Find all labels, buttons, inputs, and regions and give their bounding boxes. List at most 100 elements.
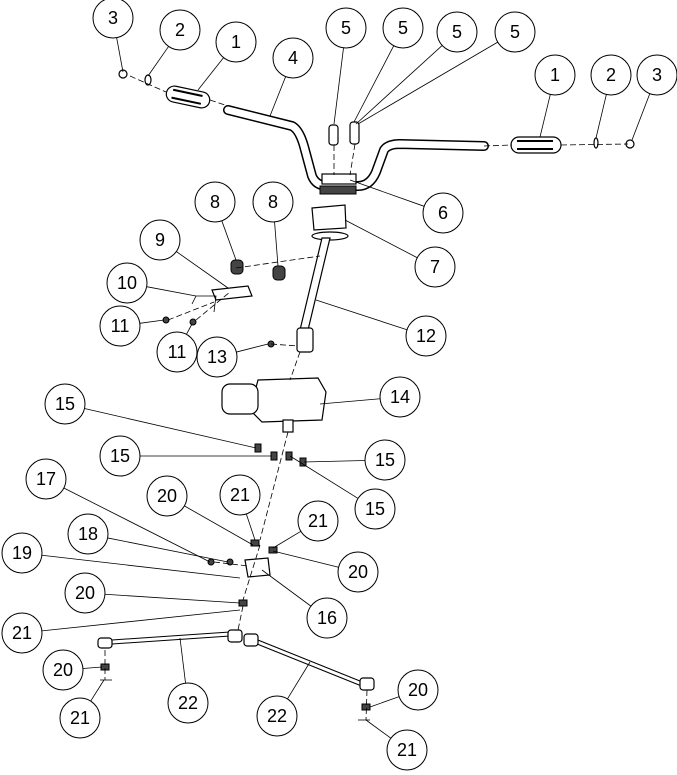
callout-20: 20 — [397, 669, 439, 711]
callout-number: 21 — [230, 485, 250, 505]
callout-3: 3 — [92, 0, 134, 39]
leader-line — [176, 251, 229, 289]
leader-line — [289, 455, 359, 499]
callout-number: 5 — [398, 18, 408, 38]
callout-number: 21 — [12, 623, 32, 643]
callout-number: 1 — [550, 65, 560, 85]
callout-number: 20 — [157, 486, 177, 506]
callout-5: 5 — [494, 11, 536, 53]
leader-line — [595, 94, 607, 139]
callout-5: 5 — [382, 7, 424, 49]
callout-number: 21 — [70, 708, 90, 728]
callout-number: 3 — [108, 8, 118, 28]
leader-line — [539, 94, 551, 138]
leader-line — [104, 593, 241, 604]
callout-21: 21 — [219, 474, 261, 516]
leader-line — [116, 37, 124, 73]
callout-number: 12 — [416, 326, 436, 346]
callout-number: 5 — [510, 22, 520, 42]
callout-11: 11 — [99, 305, 141, 347]
leader-line — [63, 487, 211, 563]
callout-number: 4 — [288, 48, 298, 68]
callout-4: 4 — [272, 37, 314, 79]
leader-line — [261, 569, 312, 607]
callout-13: 13 — [196, 336, 238, 378]
callout-15: 15 — [44, 383, 86, 425]
leader-line — [236, 343, 269, 353]
callout-19: 19 — [1, 532, 43, 574]
callout-15: 15 — [364, 439, 406, 481]
leader-line — [90, 679, 105, 702]
callout-number: 1 — [231, 32, 241, 52]
callout-20: 20 — [64, 572, 106, 614]
callout-20: 20 — [146, 475, 188, 517]
leader-lines — [41, 37, 651, 739]
callout-7: 7 — [414, 246, 456, 288]
right-grip — [510, 136, 562, 154]
callout-number: 18 — [78, 524, 98, 544]
callout-number: 16 — [317, 608, 337, 628]
leader-line — [319, 398, 381, 405]
callout-number: 13 — [207, 347, 227, 367]
callout-number: 3 — [652, 65, 662, 85]
left-washer — [144, 74, 152, 86]
callout-number: 6 — [438, 203, 448, 223]
leader-line — [369, 696, 400, 708]
leader-line — [344, 219, 418, 259]
callout-number: 17 — [36, 469, 56, 489]
callout-21: 21 — [297, 500, 339, 542]
callout-2: 2 — [159, 9, 201, 51]
callout-number: 21 — [397, 740, 417, 760]
callout-number: 15 — [110, 446, 130, 466]
leader-line — [272, 530, 302, 549]
callout-12: 12 — [405, 315, 447, 357]
callout-number: 21 — [308, 511, 328, 531]
callout-number: 2 — [606, 65, 616, 85]
leader-line — [146, 286, 197, 297]
leader-line — [269, 76, 286, 117]
callout-11: 11 — [156, 331, 198, 373]
callout-number: 5 — [341, 18, 351, 38]
callout-6: 6 — [422, 192, 464, 234]
callout-1: 1 — [534, 54, 576, 96]
steering-box — [221, 377, 327, 433]
callout-8: 8 — [194, 181, 236, 223]
callout-number: 20 — [348, 562, 368, 582]
callout-14: 14 — [379, 376, 421, 418]
right-tie-rod — [243, 633, 375, 691]
callout-number: 20 — [75, 583, 95, 603]
callout-5: 5 — [325, 7, 367, 49]
callout-number: 14 — [390, 387, 410, 407]
leader-line — [365, 719, 392, 739]
callout-2: 2 — [590, 54, 632, 96]
callout-number: 9 — [155, 230, 165, 250]
callout-number: 15 — [375, 450, 395, 470]
left-tie-rod — [97, 629, 243, 649]
callout-number: 22 — [267, 706, 287, 726]
callout-16: 16 — [306, 597, 348, 639]
callout-number: 15 — [365, 499, 385, 519]
leader-line — [287, 661, 311, 700]
callout-number: 7 — [430, 257, 440, 277]
callout-22: 22 — [167, 682, 209, 724]
callout-21: 21 — [59, 697, 101, 739]
leader-line — [184, 505, 254, 546]
left-grip — [165, 85, 211, 109]
leader-line — [315, 299, 408, 331]
leader-line — [41, 609, 241, 632]
leader-line — [179, 637, 186, 684]
callout-17: 17 — [25, 458, 67, 500]
callout-number: 5 — [452, 22, 462, 42]
callout-number: 20 — [53, 660, 73, 680]
callout-number: 11 — [168, 342, 187, 362]
leader-line — [333, 47, 344, 125]
callout-number: 2 — [175, 20, 185, 40]
right-washer — [593, 137, 599, 149]
parts — [97, 69, 635, 721]
callout-5: 5 — [436, 11, 478, 53]
callout-20: 20 — [42, 649, 84, 691]
callout-number: 19 — [12, 543, 32, 563]
callout-1: 1 — [215, 21, 257, 63]
